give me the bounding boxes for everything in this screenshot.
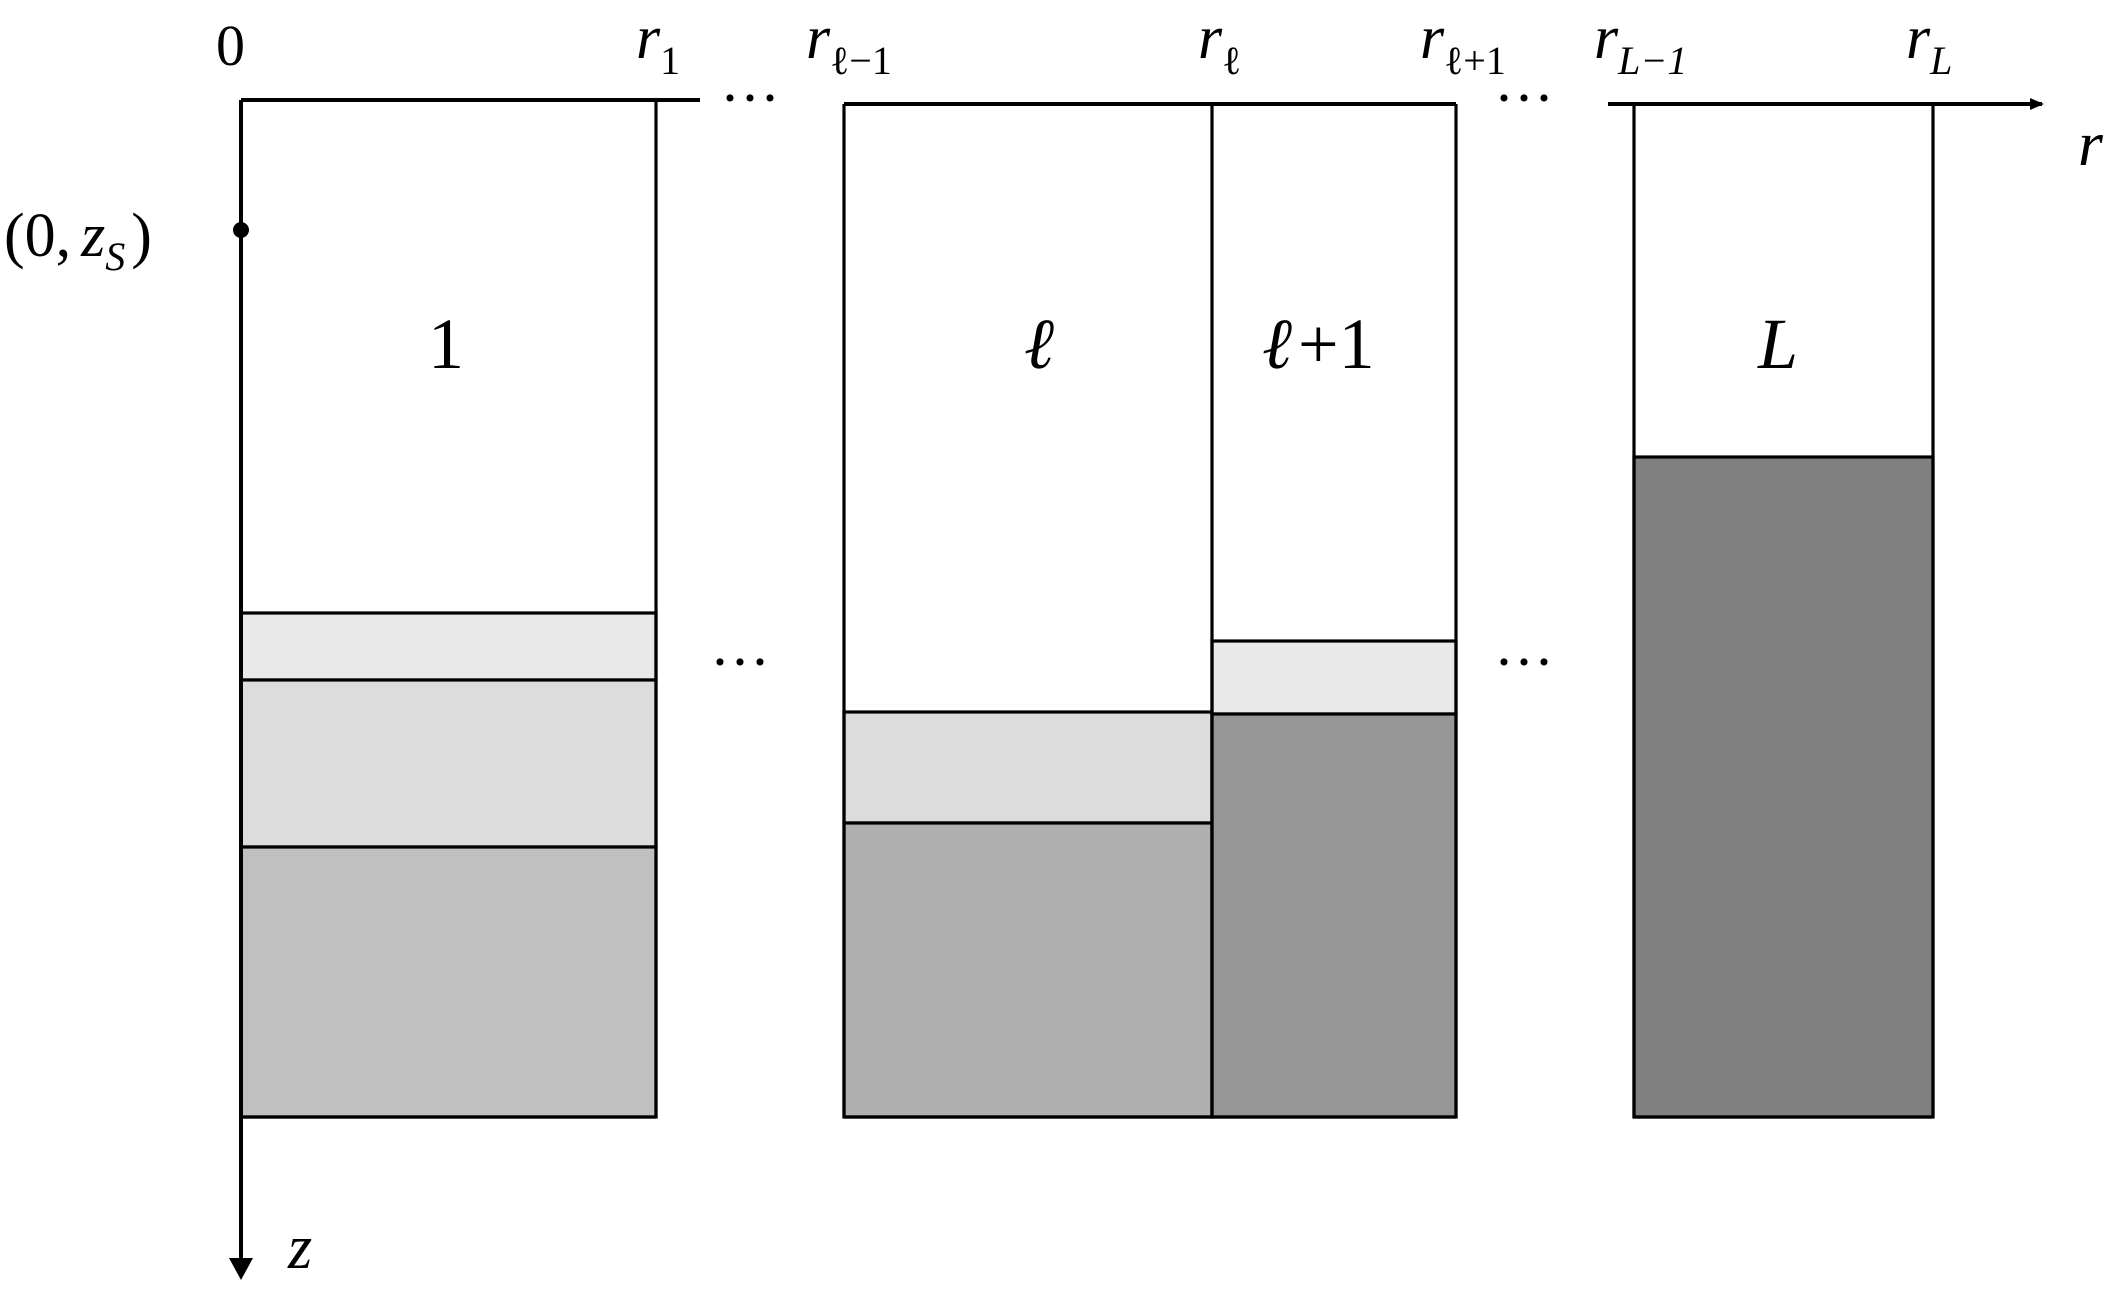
tick-label-r-l: rℓ	[1198, 4, 1241, 83]
tick-label-r-L: rL	[1906, 4, 1952, 83]
region-lp1-column	[1210, 104, 1458, 1119]
region-l-layer-lower	[842, 821, 1214, 1119]
source-point-label: (0,zS)	[4, 202, 152, 279]
region-1-column	[239, 100, 658, 1119]
region-l-layer-upper	[842, 710, 1214, 825]
top-ellipsis-right: ···	[1494, 65, 1554, 131]
region-lp1-layer-upper	[1210, 639, 1458, 716]
middle-ellipsis-right: ···	[1494, 629, 1554, 695]
z-axis-arrowhead	[229, 1258, 253, 1280]
tick-label-r-l-minus-1: rℓ−1	[806, 4, 892, 83]
z-axis-label: z	[287, 1214, 312, 1282]
region-1-layer-bottom	[239, 845, 658, 1119]
r-axis-label: r	[2078, 108, 2104, 179]
source-point-dot	[233, 222, 249, 238]
region-1-layer-top	[239, 611, 658, 682]
origin-label: 0	[216, 13, 245, 78]
region-L-layer	[1632, 455, 1935, 1119]
tick-label-r-l-plus-1: rℓ+1	[1420, 4, 1506, 83]
tick-label-r1: r1	[636, 4, 680, 83]
region-L-label: L	[1757, 304, 1798, 384]
region-L-column	[1632, 104, 1935, 1119]
top-ellipsis-left: ···	[720, 65, 780, 131]
region-l-column	[842, 104, 1214, 1119]
region-1-label: 1	[428, 304, 464, 384]
region-lp1-layer-lower	[1210, 712, 1458, 1119]
region-l-label: ℓ	[1024, 304, 1054, 384]
region-1-layer-middle	[239, 678, 658, 849]
region-lp1-label: ℓ+1	[1262, 304, 1375, 384]
middle-ellipsis-left: ···	[710, 629, 770, 695]
tick-label-r-L-minus-1: rL−1	[1594, 4, 1687, 83]
